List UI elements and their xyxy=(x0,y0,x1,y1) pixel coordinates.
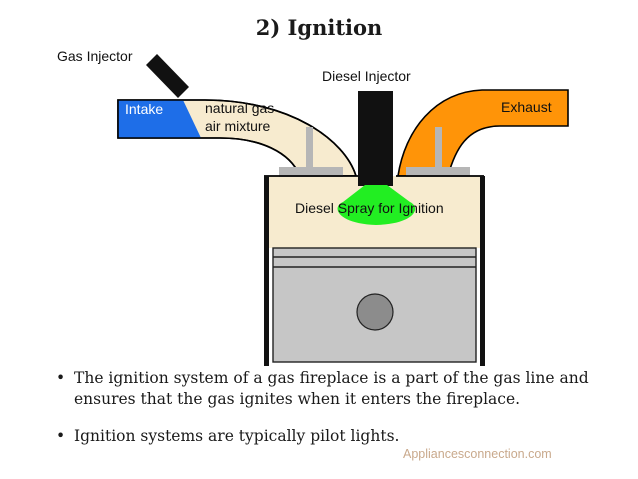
cylinder-wall-right xyxy=(480,176,485,366)
bullet-marker: • xyxy=(56,369,66,387)
bullet-text: Ignition systems are typically pilot lig… xyxy=(74,427,400,445)
bullet-text: The ignition system of a gas fireplace i… xyxy=(74,369,589,408)
mixture-label-line2: air mixture xyxy=(205,118,271,134)
slide-title: 2) Ignition xyxy=(255,15,383,40)
exhaust-label: Exhaust xyxy=(501,99,552,115)
spray-label: Diesel Spray for Ignition xyxy=(295,200,444,216)
cylinder-wall-left xyxy=(264,176,269,366)
exhaust-valve-stem xyxy=(435,127,442,169)
gas-injector-label: Gas Injector xyxy=(57,48,133,64)
bullet-marker: • xyxy=(56,427,66,445)
diesel-injector xyxy=(358,91,393,186)
intake-label: Intake xyxy=(125,101,163,117)
intake-valve-stem xyxy=(306,127,313,169)
intake-region xyxy=(118,100,201,138)
exhaust-valve-head xyxy=(406,167,470,177)
mixture-label-line1: natural gas xyxy=(205,100,274,116)
bullet-list: • The ignition system of a gas fireplace… xyxy=(56,368,616,463)
diesel-injector-label: Diesel Injector xyxy=(322,68,411,84)
bullet-item-2: • Ignition systems are typically pilot l… xyxy=(56,426,616,447)
watermark-text: Appliancesconnection.com xyxy=(403,447,552,461)
bullet-item-1: • The ignition system of a gas fireplace… xyxy=(56,368,616,410)
diesel-spray xyxy=(337,185,416,225)
gas-injector xyxy=(146,54,189,98)
piston-pin xyxy=(356,293,394,331)
intake-valve-head xyxy=(279,167,343,177)
